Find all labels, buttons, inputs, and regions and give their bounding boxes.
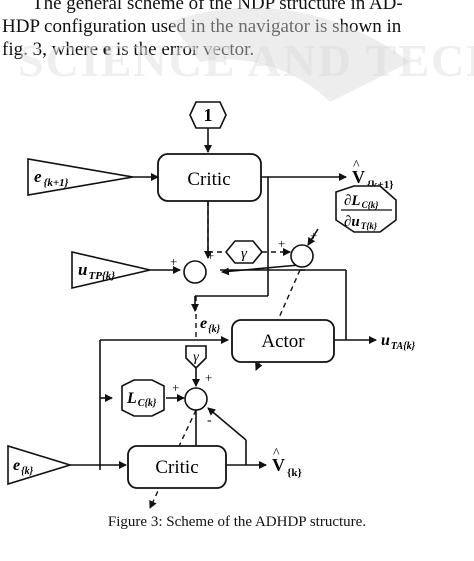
paragraph-line-1: The general scheme of the NDP structure … <box>32 0 403 14</box>
input-error-top-label: e{k+1} <box>34 167 69 189</box>
actor-block <box>231 319 335 363</box>
intro-paragraph: The general scheme of the NDP structure … <box>0 0 474 61</box>
critic-top-label: Critic <box>187 169 230 190</box>
critic-bottom <box>127 445 227 489</box>
lc-node <box>121 379 165 417</box>
sum-lower <box>184 387 208 411</box>
error-vector-symbol: e <box>102 39 112 60</box>
watermark-text: SCIENCE AND TECH <box>18 35 474 86</box>
derivative-node <box>335 185 397 233</box>
gamma-mid-label: γ <box>193 350 199 365</box>
sum-lower-plus-top: + <box>205 370 212 385</box>
paragraph-line-3: fig. 3, where e is the error vector. <box>0 38 474 61</box>
error-mid-label: e{k} <box>200 315 221 335</box>
critic-bottom-label: Critic <box>155 457 198 478</box>
sum-left <box>183 260 207 284</box>
paragraph-line-3-end: is the error vector. <box>111 39 255 60</box>
link-deriv-to-sum <box>307 228 319 246</box>
derivative-denominator: ∂uT{k} <box>344 214 378 231</box>
link-critic-to-lower-sum <box>207 407 247 441</box>
output-v-bottom-label: V{k} <box>272 455 302 479</box>
figure-caption: Figure 3: Scheme of the ADHDP structure. <box>107 514 367 530</box>
sum-lower-plus-left: + <box>172 380 179 395</box>
paragraph-line-2: HDP configuration used in the navigator … <box>2 16 402 37</box>
input-error-bottom-label: e{k} <box>13 457 34 477</box>
output-uta-label: uTA{k} <box>381 332 416 352</box>
input-error-top <box>27 158 134 196</box>
derivative-numerator: ∂LC{k} <box>344 193 379 210</box>
watermark: SCIENCE AND TECH <box>18 7 474 102</box>
gamma-top <box>224 240 264 264</box>
paragraph-line-3-start: fig. 3, where <box>2 39 103 60</box>
watermark-swoosh <box>170 7 410 102</box>
gamma-mid <box>185 345 207 370</box>
input-error-bottom <box>7 444 73 486</box>
sum-right <box>290 244 314 268</box>
output-v-top-hat: ^ <box>353 158 360 173</box>
output-v-bottom-hat: ^ <box>273 446 280 461</box>
link-right-sum-to-left-sum <box>221 264 300 276</box>
sum-right-plus-a: + <box>278 236 285 251</box>
sum-left-plus-a: + <box>170 254 177 269</box>
input-utp <box>71 250 151 290</box>
sum-left-plus-b: + <box>207 248 214 263</box>
lc-label: LC{k} <box>126 390 157 409</box>
node-one <box>189 101 227 129</box>
sum-lower-minus: - <box>207 413 212 428</box>
input-utp-label: uTP{k} <box>78 260 115 282</box>
node-one-label: 1 <box>204 105 213 125</box>
sum-right-plus-b: + <box>310 228 317 243</box>
gamma-top-label: γ <box>241 246 248 262</box>
critic-top <box>157 153 262 202</box>
actor-label: Actor <box>261 331 305 352</box>
